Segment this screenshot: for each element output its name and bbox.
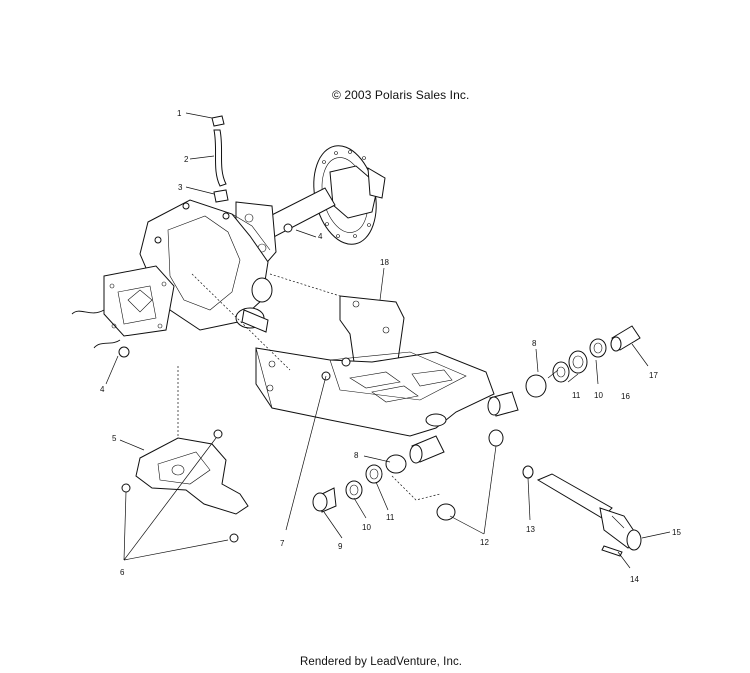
callout-4a: 4 [318,232,323,241]
callout-10a: 10 [594,391,603,400]
callout-numbers: 1 2 3 4 4 5 6 7 8 8 9 10 10 11 11 12 13 … [100,109,681,584]
callout-5: 5 [112,434,117,443]
callout-11a: 11 [572,391,581,400]
vent-hose-hardware [118,115,351,381]
swing-arm [255,347,495,437]
callout-8a: 8 [532,339,537,348]
copyright-notice: © 2003 Polaris Sales Inc. [332,88,470,102]
pivot-bushings [385,374,547,521]
pivot-bolts [312,325,641,513]
callout-12: 12 [480,538,489,547]
callout-16: 16 [621,392,630,401]
callout-3: 3 [178,183,183,192]
alignment-lines [177,273,441,501]
drive-shaft [536,473,642,557]
callout-10b: 10 [362,523,371,532]
callout-2: 2 [184,155,189,164]
callout-17: 17 [649,371,658,380]
callout-4b: 4 [100,385,105,394]
callout-7: 7 [280,539,285,548]
callout-8b: 8 [354,451,359,460]
rendered-by-footer: Rendered by LeadVenture, Inc. [300,656,463,668]
callout-13: 13 [526,525,535,534]
callout-11b: 11 [386,513,395,522]
callout-6: 6 [120,568,125,577]
callout-14: 14 [630,575,639,584]
bearing-assemblies [345,338,607,500]
callout-18: 18 [380,258,389,267]
callout-15: 15 [672,528,681,537]
callout-9: 9 [338,542,343,551]
drive-flange-plate [71,265,175,349]
chain-guard [121,429,249,543]
callout-leader-lines [105,112,671,569]
brake-disc [313,145,386,245]
callout-1: 1 [177,109,182,118]
